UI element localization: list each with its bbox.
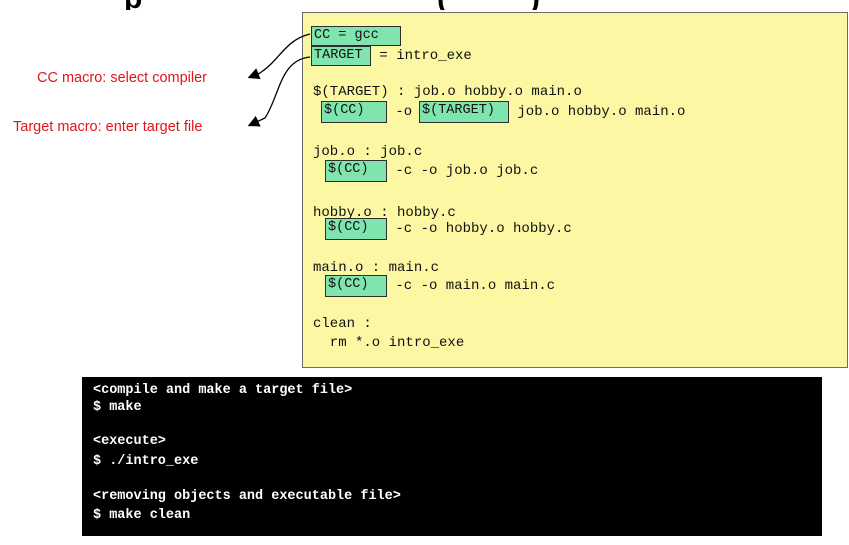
target-ref-highlight: $(TARGET) <box>419 101 509 123</box>
cc-macro-highlight: CC = gcc <box>311 26 401 46</box>
title-right-end: ) <box>530 0 540 10</box>
rule-hobby-cmd: -c -o hobby.o hobby.c <box>387 221 572 237</box>
rule-hobby-head: hobby.o : hobby.c <box>313 205 456 221</box>
terminal-line: $ make clean <box>93 508 191 523</box>
target-macro-value: = intro_exe <box>371 48 472 64</box>
title-left-fragment: p <box>124 0 142 10</box>
target-connector-arrow <box>247 56 311 127</box>
terminal-line: $ ./intro_exe <box>93 454 199 469</box>
makefile-code-box: CC = gcc TARGET = intro_exe $(TARGET) : … <box>302 12 848 368</box>
rule-target-cmd-mid: -o <box>387 104 421 120</box>
rule-job-cmd: -c -o job.o job.c <box>387 163 539 179</box>
page-title-fragment: p ( ) <box>0 0 849 10</box>
terminal-panel: <compile and make a target file> $ make … <box>82 377 822 536</box>
terminal-line: <execute> <box>93 434 166 449</box>
rule-target-cmd-rest: job.o hobby.o main.o <box>509 104 686 120</box>
cc-ref-highlight: $(CC) <box>321 101 387 123</box>
cc-ref-highlight: $(CC) <box>325 160 387 182</box>
cc-ref-highlight: $(CC) <box>325 275 387 297</box>
target-macro-annotation: Target macro: enter target file <box>13 119 203 135</box>
rule-main-head: main.o : main.c <box>313 260 440 276</box>
rule-clean-head: clean : <box>313 316 372 332</box>
title-right-fragment: ( <box>437 0 447 10</box>
cc-macro-annotation: CC macro: select compiler <box>37 70 208 86</box>
rule-clean-cmd: rm *.o intro_exe <box>313 335 465 351</box>
cc-connector-arrow <box>247 33 311 80</box>
terminal-line: <removing objects and executable file> <box>93 489 401 504</box>
target-macro-highlight: TARGET <box>311 46 371 66</box>
rule-target-head: $(TARGET) : job.o hobby.o main.o <box>313 84 582 100</box>
cc-ref-highlight: $(CC) <box>325 218 387 240</box>
terminal-line: <compile and make a target file> <box>93 383 353 398</box>
rule-job-head: job.o : job.c <box>313 144 423 160</box>
rule-main-cmd: -c -o main.o main.c <box>387 278 556 294</box>
terminal-line: $ make <box>93 400 142 415</box>
